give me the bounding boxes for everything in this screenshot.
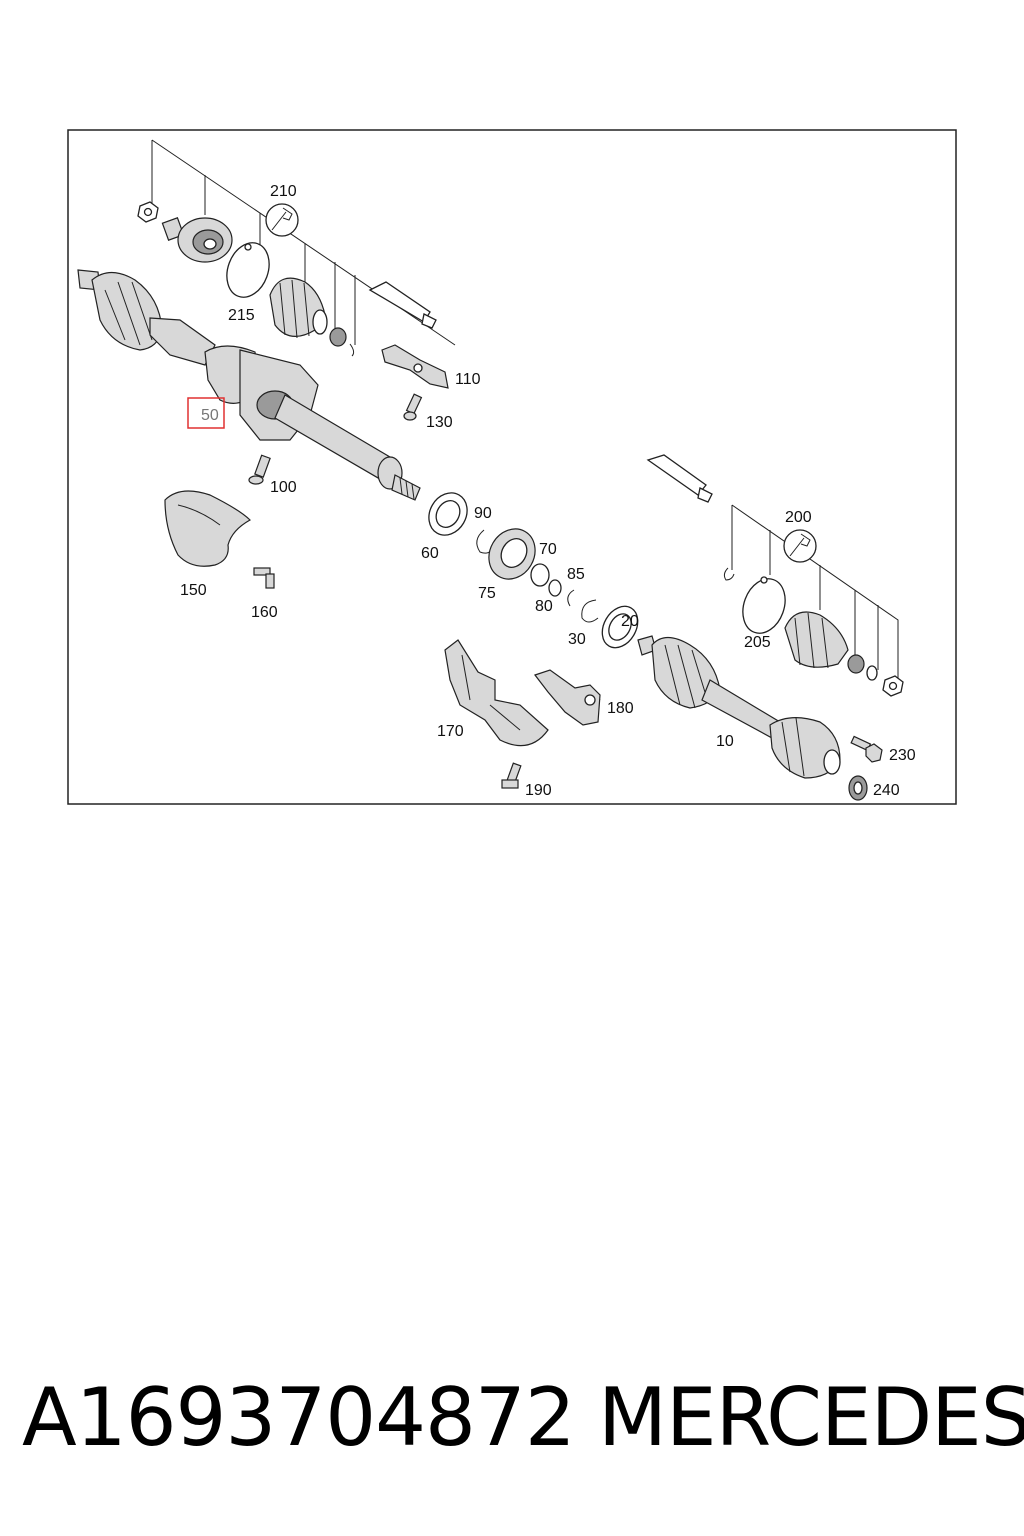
clamp-ring-215 — [226, 242, 270, 298]
o-ring-bottom — [866, 665, 878, 681]
seal-20 — [601, 605, 639, 649]
grease-tube-top — [368, 281, 437, 329]
clamp-ring-205 — [742, 578, 786, 634]
bracket-180 — [534, 669, 601, 726]
label-215: 215 — [228, 307, 255, 324]
label-75: 75 — [478, 585, 496, 602]
label-190: 190 — [525, 782, 552, 799]
circlip-30 — [581, 599, 599, 623]
label-240: 240 — [873, 782, 900, 799]
bolt-130 — [403, 393, 423, 421]
label-110: 110 — [455, 371, 481, 388]
brand-name: MERCEDES — [598, 1371, 1024, 1464]
label-20: 20 — [621, 613, 639, 630]
wrench-icon-200 — [783, 529, 817, 563]
boot-bottom — [784, 611, 849, 669]
label-200: 200 — [785, 509, 812, 526]
nut-bottom — [882, 675, 904, 697]
part-number: A1693704872 — [22, 1371, 576, 1464]
label-90: 90 — [474, 505, 492, 522]
label-160: 160 — [251, 604, 278, 621]
bracket-170 — [444, 639, 549, 747]
grease-tube-bottom — [646, 454, 713, 503]
label-80: 80 — [535, 598, 553, 615]
clip-ring-bottom — [847, 654, 865, 674]
drive-shaft-50 — [77, 269, 421, 501]
bolt-190 — [501, 762, 522, 789]
bracket-110 — [381, 344, 449, 389]
exploded-parts-diagram: 210 215 110 50 130 100 90 60 70 75 85 80… — [67, 129, 957, 805]
label-10: 10 — [716, 733, 734, 750]
label-70: 70 — [539, 541, 557, 558]
wrench-icon-210 — [265, 203, 299, 237]
inner-cv-joint — [161, 217, 233, 263]
snap-ring — [349, 343, 355, 357]
highlight-box-50 — [187, 397, 225, 429]
o-ring-80 — [548, 579, 562, 597]
label-230: 230 — [889, 747, 916, 764]
heat-shield-150 — [164, 490, 251, 567]
label-180: 180 — [607, 700, 634, 717]
label-85: 85 — [567, 566, 585, 583]
label-30: 30 — [568, 631, 586, 648]
label-210: 210 — [270, 183, 297, 200]
snap-ring-bottom — [723, 567, 735, 581]
seal-60 — [428, 492, 468, 536]
drive-shaft-10 — [637, 635, 841, 779]
nut-240 — [848, 775, 868, 801]
part-labels: 210 215 110 50 130 100 90 60 70 75 85 80… — [180, 183, 916, 799]
label-60: 60 — [421, 545, 439, 562]
bearing-75 — [488, 528, 536, 580]
boot-top — [269, 277, 328, 339]
o-ring-70 — [530, 563, 550, 587]
nut-top — [137, 201, 159, 223]
clip-ring — [329, 327, 347, 347]
label-130: 130 — [426, 414, 453, 431]
label-150: 150 — [180, 582, 207, 599]
label-170: 170 — [437, 723, 464, 740]
label-205: 205 — [744, 634, 771, 651]
bolt-160 — [253, 567, 275, 589]
label-50: 50 — [201, 407, 219, 424]
bolt-100 — [248, 454, 271, 485]
label-100: 100 — [270, 479, 297, 496]
bolt-230 — [850, 735, 883, 763]
circlip-85 — [567, 589, 575, 607]
